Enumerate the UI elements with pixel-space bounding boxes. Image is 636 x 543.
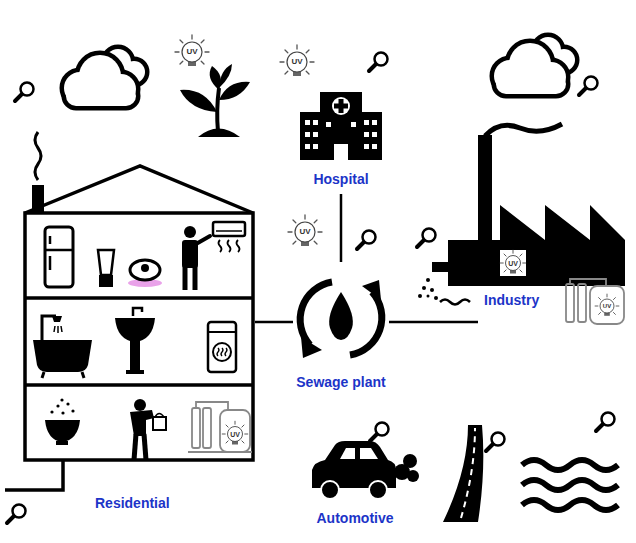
- connector-line: [255, 321, 293, 324]
- magnifier-icon: [486, 433, 505, 452]
- node-label: Sewage plant: [296, 374, 385, 391]
- uv-label: UV: [287, 57, 307, 67]
- magnifier-icon: [15, 83, 34, 102]
- cloud-icon: [64, 49, 145, 106]
- uv-label: UV: [503, 259, 523, 268]
- uv-label: UV: [295, 227, 315, 237]
- node-label: Residential: [95, 495, 170, 512]
- uv-bulb: [222, 421, 248, 444]
- house-outline: [5, 132, 253, 490]
- node-label: Hospital: [313, 171, 368, 188]
- magnifier-icon: [369, 53, 388, 72]
- magnifier-icon: [596, 413, 615, 432]
- magnifier-icon: [579, 77, 598, 96]
- uv-bulb: [595, 294, 619, 316]
- uv-bulb: [280, 45, 314, 76]
- hospital-icon: [300, 92, 382, 160]
- residential-node: Residential: [25, 165, 255, 515]
- magnifier-icon: [7, 505, 26, 524]
- uv-label: UV: [225, 430, 245, 439]
- magnifier-icon: [370, 423, 389, 442]
- connector-line: [340, 194, 343, 262]
- node-label: Industry: [484, 292, 539, 309]
- water-waves: [522, 460, 618, 510]
- magnifier-icon: [357, 231, 376, 250]
- plant-icon: [180, 64, 250, 137]
- uv-label: UV: [597, 302, 617, 310]
- car-icon: [312, 441, 419, 499]
- sewage-plant-node: Sewage plant: [293, 262, 389, 394]
- uv-label: UV: [182, 47, 202, 57]
- road-icon: [443, 425, 483, 522]
- magnifier-icon: [417, 229, 436, 248]
- uv-bulb: [175, 35, 209, 66]
- cloud-icon: [494, 37, 575, 94]
- sewage-icon: [300, 280, 382, 358]
- bathroom-icons: [33, 308, 236, 378]
- factory-icon: [418, 124, 625, 324]
- industry-node: Industry: [478, 130, 628, 330]
- node-label: Automotive: [317, 510, 394, 527]
- automotive-node: Automotive: [300, 410, 410, 528]
- uv-bulb: [500, 250, 526, 273]
- uv-bulb: [288, 215, 322, 246]
- connector-line: [389, 321, 478, 324]
- kitchen-icons: [45, 398, 252, 460]
- appliance-icons: [45, 222, 245, 290]
- hospital-node: Hospital: [298, 88, 384, 194]
